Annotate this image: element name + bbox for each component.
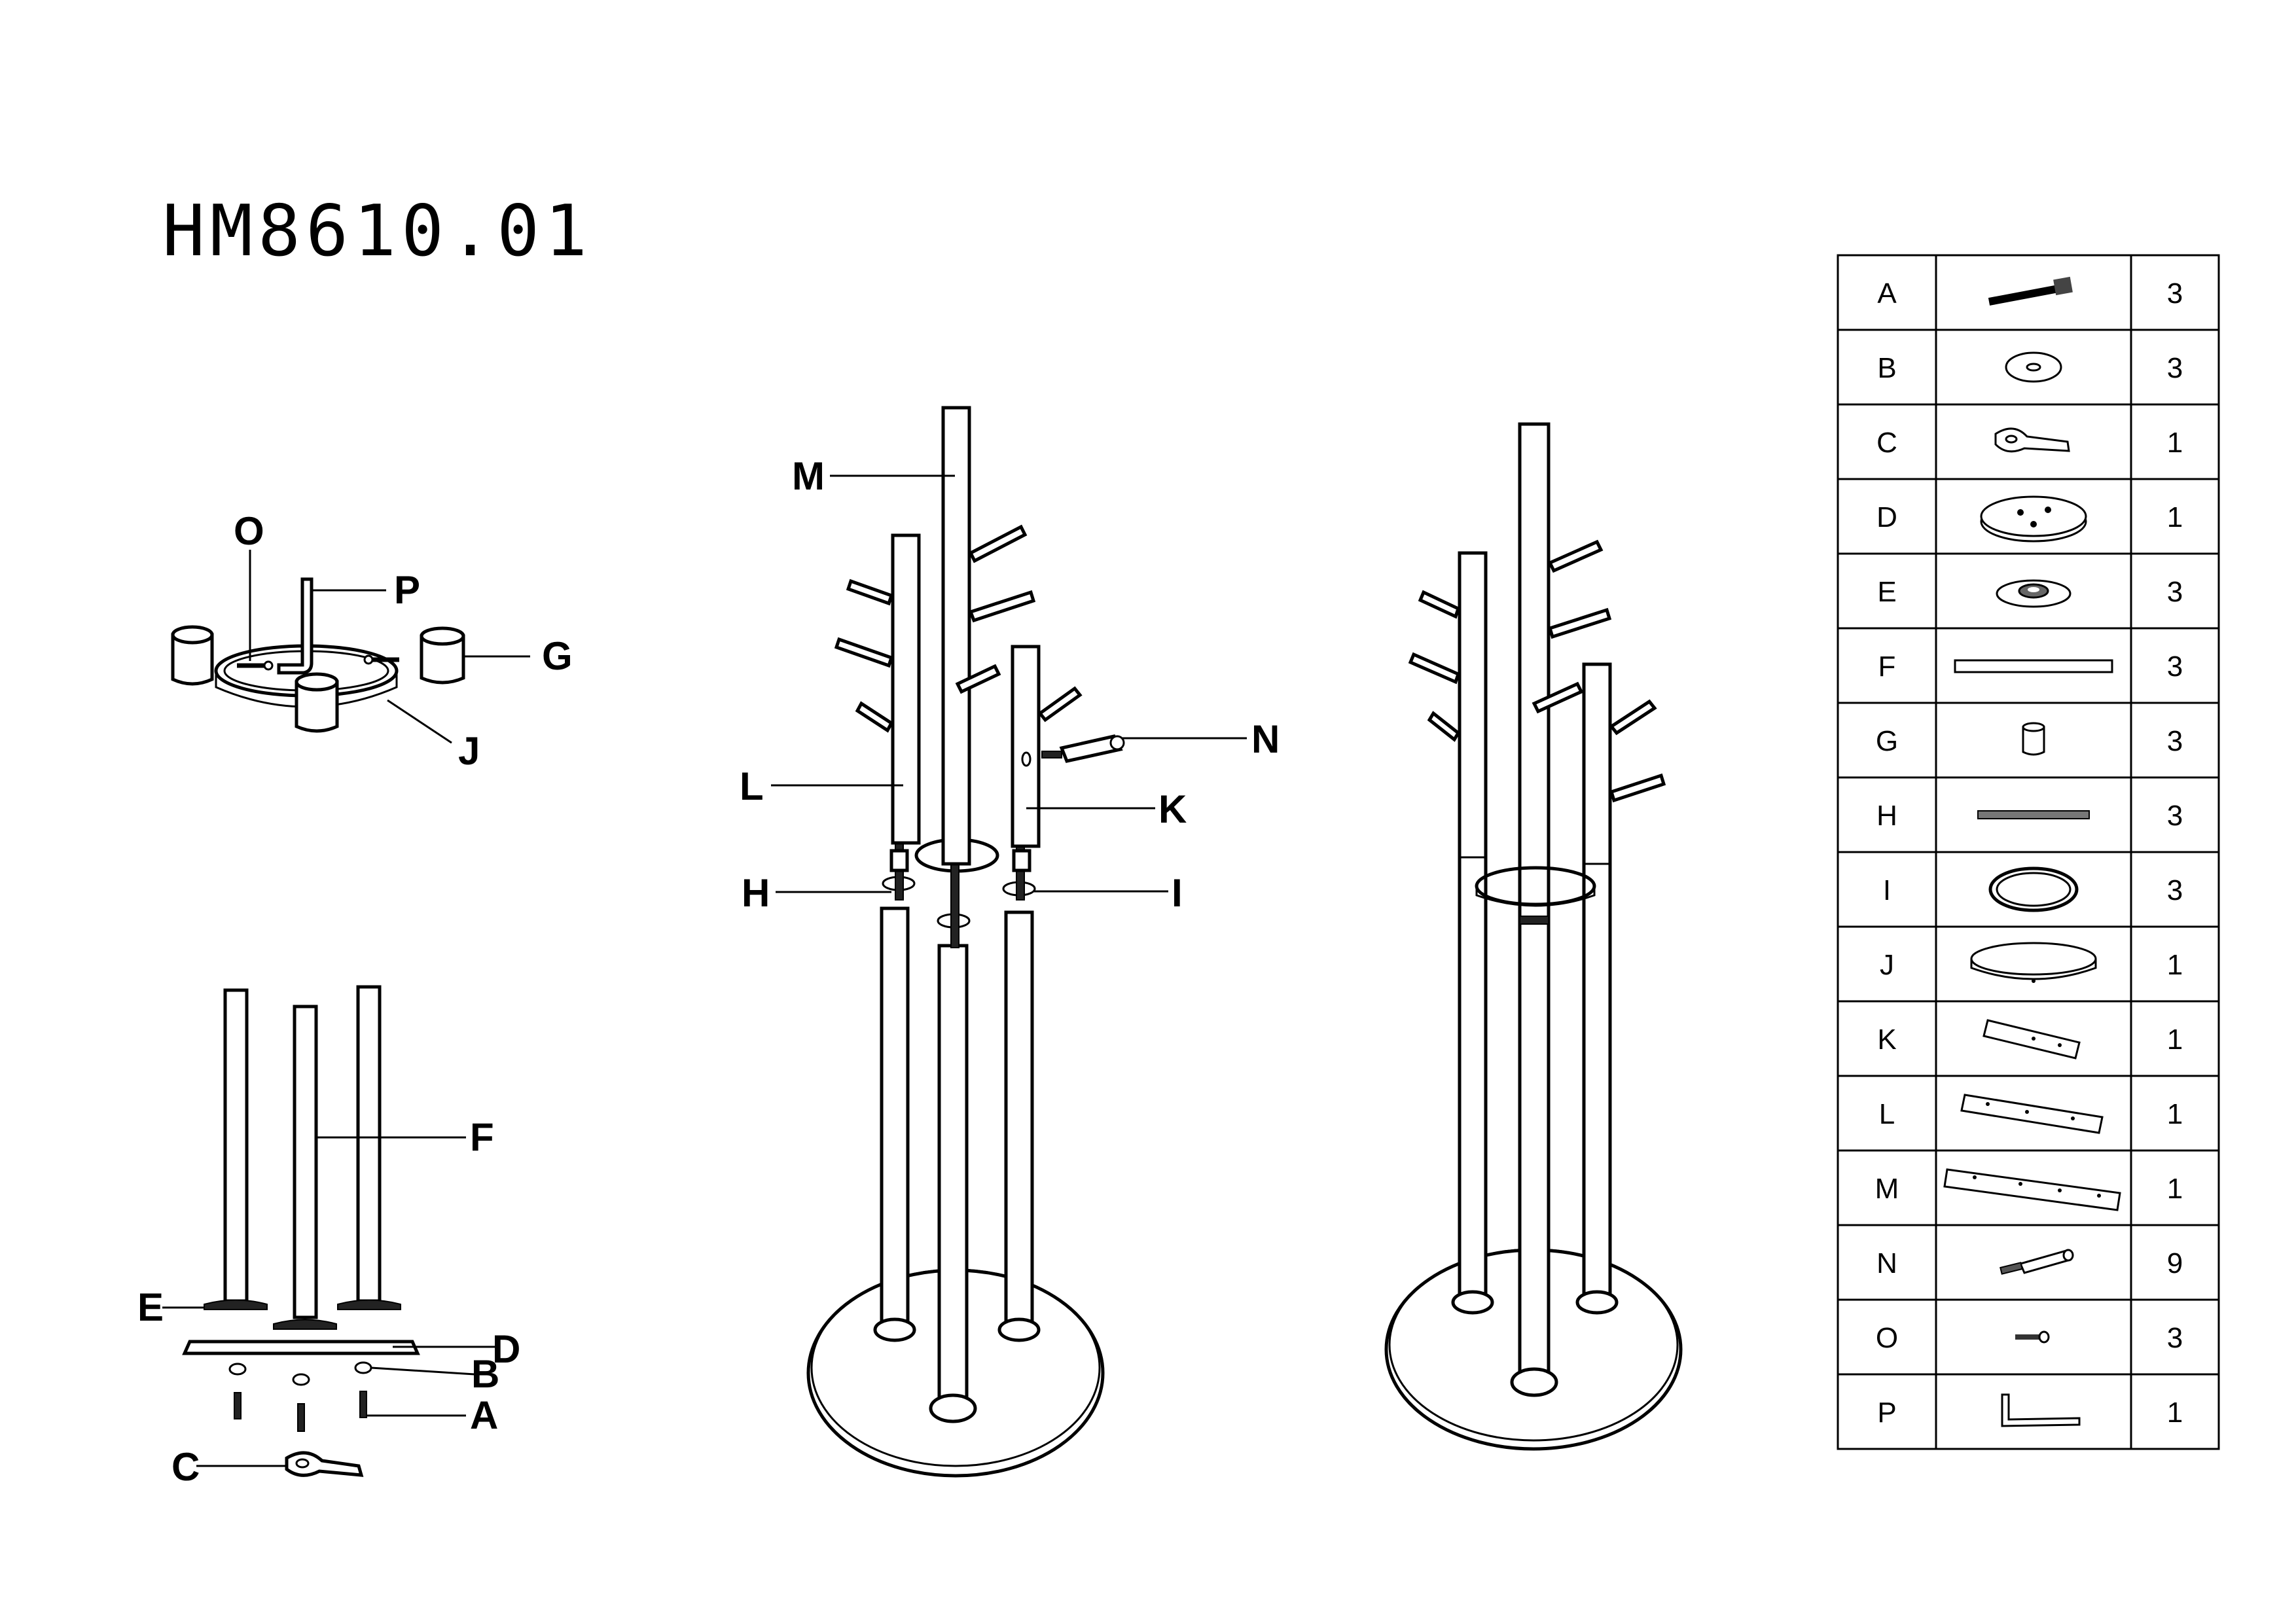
bolt-icon [1988, 276, 2073, 306]
part-qty: 1 [2167, 949, 2183, 981]
callout-G: G [542, 634, 573, 678]
part-qty: 1 [2167, 501, 2183, 533]
washer-icon [2005, 351, 2062, 383]
foot-cap-icon [2022, 722, 2045, 756]
main-exploded-view: M L N K H I [740, 406, 1280, 1478]
foot-cap-icon [420, 626, 465, 685]
medium-pole-icon [1960, 1094, 2104, 1134]
threaded-rod-icon [1977, 810, 2090, 819]
part-code: J [1880, 949, 1894, 981]
part-qty: 9 [2167, 1247, 2183, 1279]
part-qty: 3 [2167, 651, 2183, 683]
part-qty: 1 [2167, 1173, 2183, 1205]
ring-icon [1988, 866, 2079, 912]
callout-A: A [470, 1393, 498, 1437]
part-code: K [1877, 1024, 1896, 1056]
part-code: I [1883, 874, 1891, 906]
part-code: C [1876, 427, 1897, 459]
screw-icon [2015, 1330, 2050, 1344]
short-pole-icon [1982, 1019, 2081, 1060]
part-code: O [1876, 1322, 1898, 1354]
base-plate-icon [1980, 495, 2087, 543]
part-qty: 3 [2167, 277, 2183, 310]
screw-icon [237, 660, 274, 671]
callout-C: C [171, 1445, 200, 1489]
model-number: HM8610.01 [162, 190, 592, 272]
callout-I: I [1172, 871, 1183, 915]
tube-icon [1954, 659, 2113, 673]
part-qty: 1 [2167, 1024, 2183, 1056]
foot-cap-icon [171, 625, 214, 686]
callout-K: K [1158, 787, 1187, 831]
part-qty: 3 [2167, 800, 2183, 832]
base-exploded-view: F E D B A C [137, 985, 520, 1489]
wrench-plate-icon [1994, 427, 2070, 453]
hoop-icon [1970, 942, 2097, 983]
part-code: N [1876, 1247, 1897, 1279]
screw-icon [363, 654, 399, 665]
allen-key-icon [277, 577, 314, 675]
callout-H: H [742, 871, 770, 915]
part-code: D [1876, 501, 1897, 533]
part-qty: 3 [2167, 576, 2183, 608]
part-code: A [1877, 277, 1897, 310]
flange-icon [1996, 579, 2072, 608]
allen-key-icon [2001, 1393, 2081, 1427]
callout-N: N [1251, 717, 1280, 761]
part-qty: 3 [2167, 1322, 2183, 1354]
part-qty: 1 [2167, 1098, 2183, 1130]
callout-E: E [137, 1285, 164, 1329]
part-code: L [1879, 1098, 1895, 1130]
hoop-subassembly: O P G J [171, 509, 573, 773]
callout-L: L [740, 764, 764, 808]
part-code: P [1877, 1397, 1896, 1429]
part-code: H [1876, 800, 1897, 832]
part-code: B [1877, 352, 1896, 384]
callout-D: D [492, 1327, 520, 1371]
hook-peg-icon [2000, 1249, 2074, 1275]
part-qty: 3 [2167, 352, 2183, 384]
callout-J: J [458, 729, 480, 773]
part-qty: 3 [2167, 874, 2183, 906]
part-qty: 1 [2167, 427, 2183, 459]
part-code: M [1875, 1173, 1899, 1205]
assembled-view [1384, 422, 1683, 1451]
callout-O: O [234, 509, 264, 553]
part-code: F [1878, 651, 1896, 683]
part-qty: 1 [2167, 1397, 2183, 1429]
callout-B: B [471, 1352, 499, 1396]
callout-P: P [394, 568, 420, 612]
part-qty: 3 [2167, 725, 2183, 757]
part-code: G [1876, 725, 1898, 757]
part-code: E [1877, 576, 1896, 608]
foot-cap-icon [295, 672, 339, 733]
callout-F: F [470, 1115, 494, 1159]
callout-M: M [792, 454, 825, 498]
long-pole-icon [1943, 1168, 2121, 1211]
